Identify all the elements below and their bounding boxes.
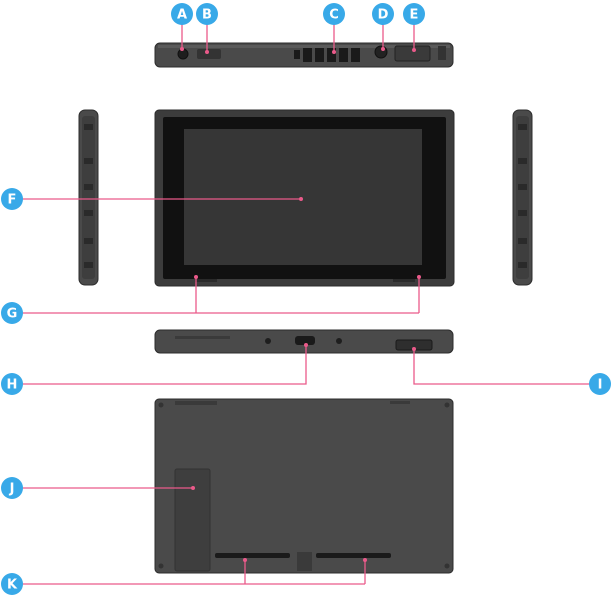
callout-h-label: H bbox=[7, 378, 18, 393]
volume-button bbox=[374, 45, 388, 59]
power-button bbox=[197, 49, 221, 59]
callout-f-badge: F bbox=[1, 188, 23, 210]
leader-g bbox=[22, 277, 420, 314]
touch-screen bbox=[184, 129, 422, 265]
leader-k bbox=[22, 560, 366, 585]
callout-d-badge: D bbox=[372, 3, 394, 25]
callout-d-label: D bbox=[378, 8, 389, 23]
bottom-edge-view bbox=[154, 329, 454, 354]
callout-b-label: B bbox=[202, 8, 212, 23]
top-edge-view bbox=[154, 42, 454, 68]
target-dots bbox=[180, 47, 421, 562]
callout-k-badge: K bbox=[1, 573, 23, 595]
callout-g-label: G bbox=[7, 307, 18, 322]
callout-a-badge: A bbox=[171, 3, 193, 25]
callout-j-label: J bbox=[9, 482, 15, 497]
leader-lines bbox=[22, 24, 597, 585]
left-side-view bbox=[78, 109, 99, 286]
leader-h bbox=[22, 345, 307, 385]
callout-j-badge: J bbox=[1, 477, 23, 499]
back-view bbox=[154, 398, 454, 574]
callout-c-badge: C bbox=[323, 3, 345, 25]
right-side-view bbox=[512, 109, 533, 286]
front-view bbox=[154, 109, 455, 287]
callout-i-badge: I bbox=[589, 373, 611, 395]
callout-h-badge: H bbox=[1, 373, 23, 395]
usb-port bbox=[295, 336, 315, 345]
rear-speakers bbox=[215, 553, 290, 558]
top-vent bbox=[294, 48, 360, 62]
callout-i-label: I bbox=[598, 378, 603, 393]
callout-b-badge: B bbox=[196, 3, 218, 25]
callout-c-label: C bbox=[329, 8, 339, 23]
game-card-slot bbox=[394, 45, 431, 62]
callout-badges: A B C D E F G H bbox=[1, 3, 611, 595]
callout-a-label: A bbox=[177, 8, 187, 23]
callout-g-badge: G bbox=[1, 302, 23, 324]
callout-k-label: K bbox=[7, 578, 18, 593]
callout-e-badge: E bbox=[403, 3, 425, 25]
kickstand bbox=[174, 468, 211, 572]
callout-f-label: F bbox=[8, 193, 17, 208]
leader-i bbox=[413, 349, 597, 385]
callout-e-label: E bbox=[410, 8, 419, 23]
